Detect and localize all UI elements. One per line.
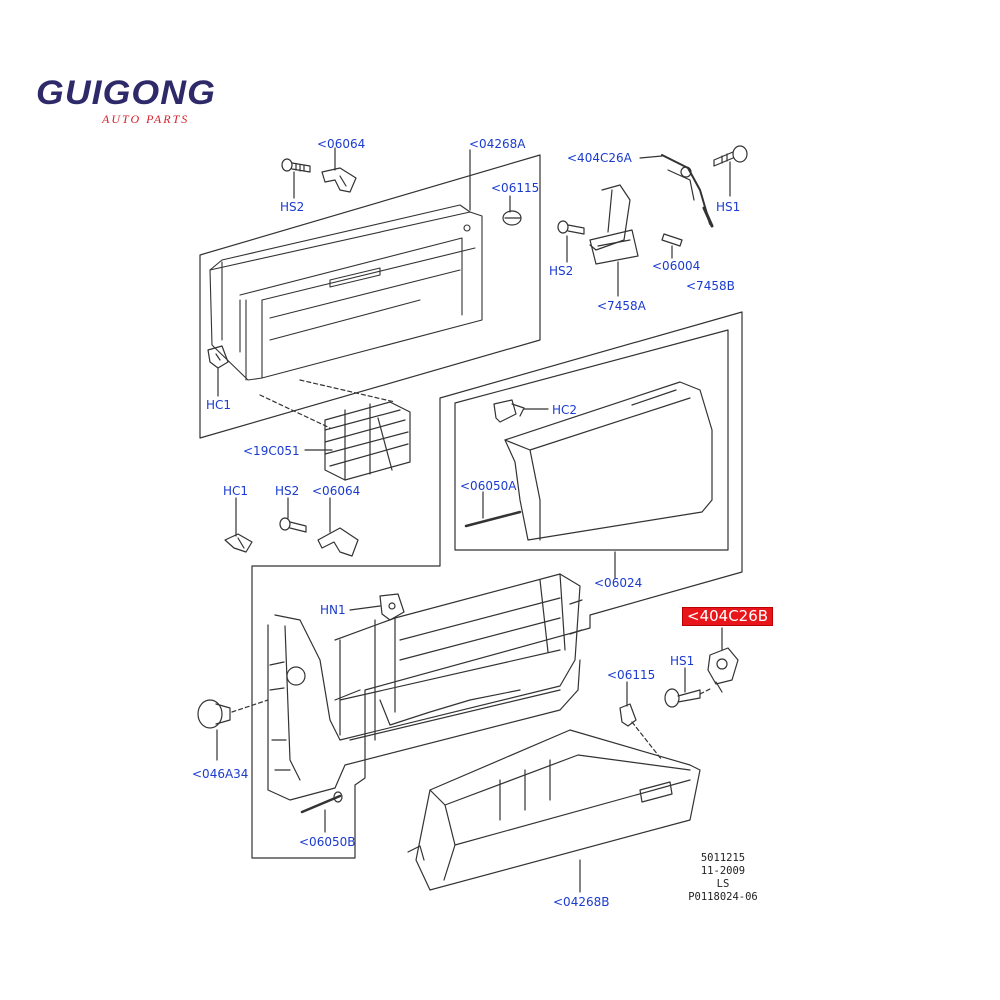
label-06050A: <06050A	[460, 479, 517, 493]
label-7458B: <7458B	[686, 279, 735, 293]
label-06064-top: <06064	[317, 137, 366, 151]
label-046A34: <046A34	[192, 767, 249, 781]
label-404C26A: <404C26A	[567, 151, 632, 165]
pushpin-06115-upper	[502, 210, 522, 226]
screw-hs1-lower	[664, 688, 701, 708]
rod-06050A	[464, 510, 522, 528]
latch-404C26B	[707, 647, 739, 693]
clip-hc1-upper	[207, 345, 229, 369]
label-hs2-mid: HS2	[275, 484, 300, 498]
label-06064-mid: <06064	[312, 484, 361, 498]
group-outline-7458B	[251, 311, 743, 859]
latch-arm-404C26A	[661, 154, 714, 228]
clip-06064-top	[321, 167, 357, 193]
clip-hc2	[493, 399, 525, 423]
dash-046A34	[231, 699, 269, 713]
label-hc1-mid: HC1	[223, 484, 249, 498]
dash-hs1-lower	[699, 687, 713, 695]
screw-hs2-mid	[279, 517, 307, 533]
vent-insert-19C051	[324, 401, 411, 481]
lower-glovebox	[407, 729, 701, 891]
group-outline-04268A	[199, 154, 541, 439]
dash-19C051-b	[299, 379, 396, 403]
label-06115-lower: <06115	[607, 668, 656, 682]
leader-hn1	[349, 605, 381, 611]
glovebox-lid	[504, 381, 713, 541]
rod-06050B	[300, 791, 343, 814]
label-06115-upper: <06115	[491, 181, 540, 195]
pin-06004	[661, 233, 683, 247]
nut-hn1	[379, 593, 405, 621]
label-hs1-lower: HS1	[670, 654, 695, 668]
label-04268A: <04268A	[469, 137, 526, 151]
label-06024: <06024	[594, 576, 643, 590]
clip-06064-mid	[317, 527, 359, 557]
ref-number: 5011215	[700, 852, 746, 864]
label-7458A: <7458A	[597, 299, 646, 313]
upper-storage-box	[209, 204, 483, 381]
ref-date: 11-2009	[700, 865, 746, 877]
dash-19C051	[259, 394, 331, 429]
label-hc1-upper: HC1	[206, 398, 232, 412]
bracket-7458A	[589, 184, 639, 265]
label-hs2-top-right: HS2	[549, 264, 574, 278]
label-404C26B-highlighted: <404C26B	[682, 607, 774, 626]
screw-hs2-top-right	[557, 220, 585, 235]
pushpin-06115-lower	[619, 703, 637, 727]
brand-logo: GUIGONG AUTO PARTS	[36, 70, 236, 130]
dash-06115-lower	[631, 721, 663, 761]
glovebox-frame	[267, 573, 583, 801]
logo-wordmark: GUIGONG	[36, 74, 216, 112]
label-06004: <06004	[652, 259, 701, 273]
group-outline-06024	[454, 329, 729, 551]
label-hn1: HN1	[320, 603, 346, 617]
label-hs1-top-right: HS1	[716, 200, 741, 214]
ref-code: LS	[716, 878, 730, 890]
label-hc2: HC2	[552, 403, 578, 417]
ref-drawing-id: P0118024-06	[688, 891, 758, 903]
label-19C051: <19C051	[243, 444, 300, 458]
clip-hc1-mid	[224, 533, 253, 553]
bumper-046A34	[197, 699, 231, 729]
screw-hs1-top-right	[713, 145, 748, 167]
leader-404C26A	[639, 155, 663, 159]
label-06050B: <06050B	[299, 835, 356, 849]
drawing-reference-block: 5011215 11-2009 LS P0118024-06	[678, 852, 768, 904]
label-04268B: <04268B	[553, 895, 610, 909]
screw-hs2-top-left	[281, 158, 311, 173]
logo-subtitle: AUTO PARTS	[102, 112, 190, 126]
label-hs2-top-left: HS2	[280, 200, 305, 214]
